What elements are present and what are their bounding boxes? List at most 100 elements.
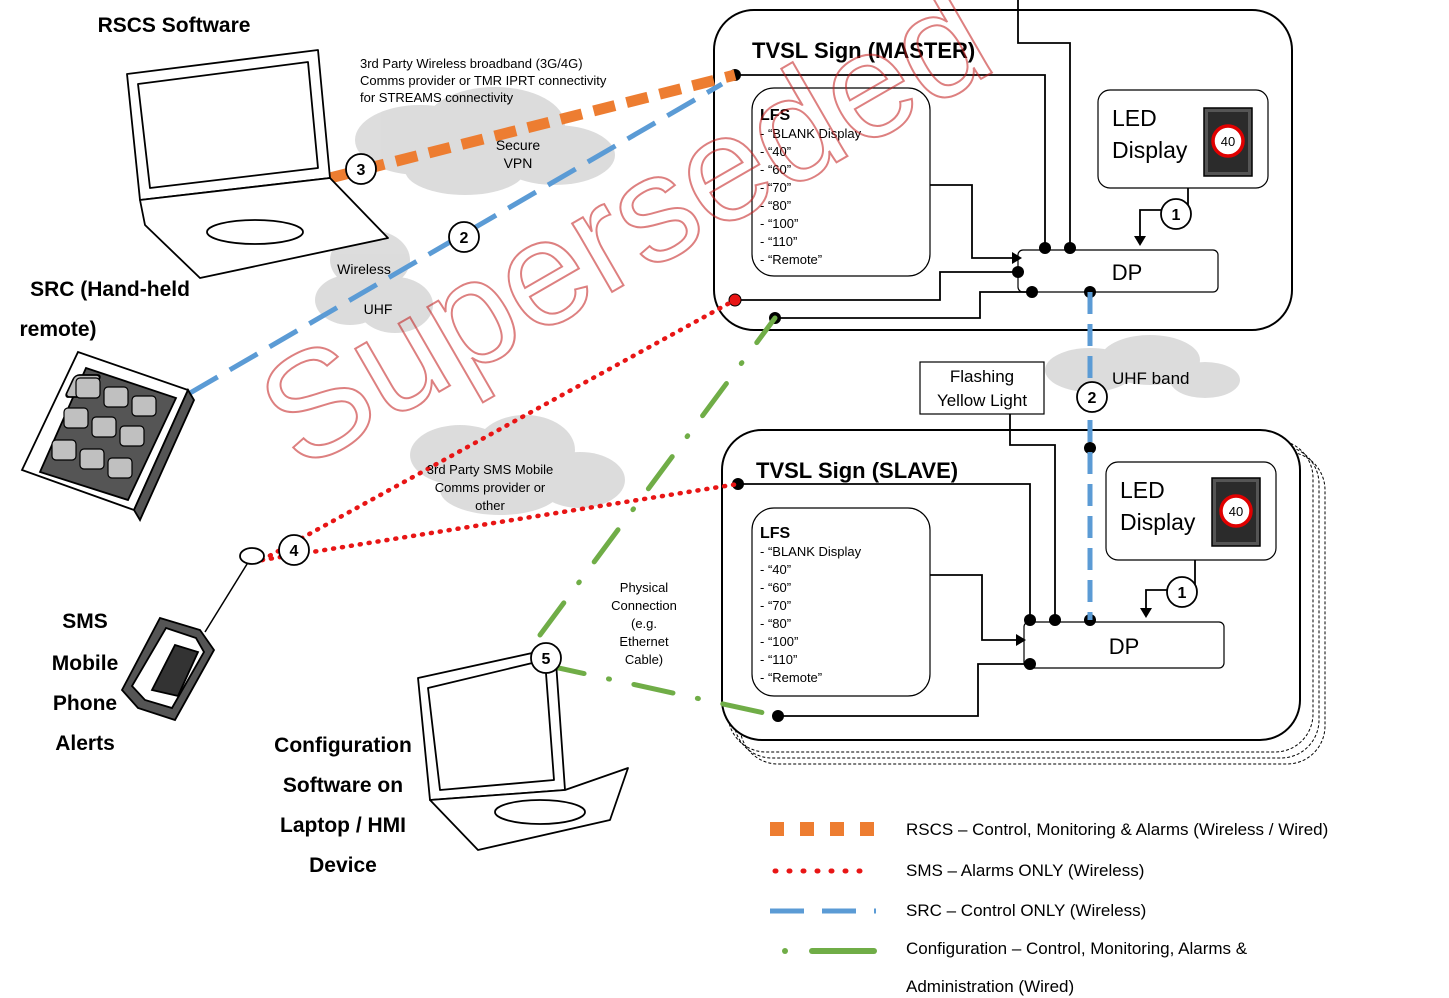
sms-line-master <box>259 297 738 563</box>
svg-text:- “Remote”: - “Remote” <box>760 252 822 267</box>
svg-text:- “110”: - “110” <box>760 652 797 667</box>
svg-text:- “70”: - “70” <box>760 180 791 195</box>
cloud-sms <box>410 415 625 515</box>
vpn-label-2: VPN <box>504 155 533 171</box>
legend-rscs-label: RSCS – Control, Monitoring & Alarms (Wir… <box>906 820 1328 839</box>
vpn-label-1: Secure <box>496 137 541 153</box>
physical-connection-4: Ethernet <box>619 634 669 649</box>
svg-text:5: 5 <box>542 651 551 668</box>
rscs-laptop-icon <box>126 49 389 279</box>
svg-text:- “60”: - “60” <box>760 162 791 177</box>
badge-1-master: 1 <box>1160 198 1192 230</box>
badge-5: 5 <box>530 642 562 674</box>
svg-text:- “100”: - “100” <box>760 634 798 649</box>
rscs-line <box>328 69 737 184</box>
sms-provider-label-1: 3rd Party SMS Mobile <box>427 462 553 477</box>
legend-config-label-2: Administration (Wired) <box>906 977 1074 996</box>
svg-text:1: 1 <box>1178 585 1187 602</box>
slave-led-value: 40 <box>1229 504 1243 519</box>
master-sign-box <box>713 9 1293 331</box>
legend-config-dot <box>782 948 788 954</box>
uhf-label: UHF <box>364 301 393 317</box>
legend-sms-label: SMS – Alarms ONLY (Wireless) <box>906 861 1144 880</box>
slave-lfs-title: LFS <box>760 525 791 542</box>
svg-text:4: 4 <box>290 543 299 560</box>
master-lfs-box <box>751 87 931 277</box>
sms-line-slave <box>259 481 741 563</box>
src-keypad-buttons <box>51 377 157 479</box>
sms-provider-label-3: other <box>475 498 505 513</box>
slave-led-arrow <box>1140 608 1152 618</box>
svg-text:- “100”: - “100” <box>760 216 798 231</box>
legend-config-label: Configuration – Control, Monitoring, Ala… <box>906 939 1248 958</box>
master-title: TVSL Sign (MASTER) <box>752 38 975 63</box>
master-speed-sign-icon <box>1203 107 1253 177</box>
rscs-label: RSCS Software <box>98 14 251 37</box>
comms-label-2: Comms provider or TMR IPRT connectivity <box>360 73 607 88</box>
svg-text:- “80”: - “80” <box>760 616 791 631</box>
physical-connection-1: Physical <box>620 580 669 595</box>
svg-text:3: 3 <box>357 162 366 179</box>
config-label-4: Device <box>309 854 377 877</box>
master-sms-dot <box>728 293 742 307</box>
sms-provider-label-2: Comms provider or <box>435 480 546 495</box>
flashing-light-label-1: Flashing <box>950 367 1014 386</box>
comms-label-1: 3rd Party Wireless broadband (3G/4G) <box>360 56 583 71</box>
svg-text:2: 2 <box>460 230 469 247</box>
sms-label-1: SMS <box>62 610 108 633</box>
slave-connectors <box>738 414 1196 717</box>
slave-led-label-1: LED <box>1120 477 1165 503</box>
physical-connection-3: (e.g. <box>631 616 657 631</box>
sms-label-4: Alerts <box>55 732 115 755</box>
svg-text:- “BLANK Display: - “BLANK Display <box>760 544 862 559</box>
physical-connection-5: Cable) <box>625 652 663 667</box>
svg-text:- “80”: - “80” <box>760 198 791 213</box>
svg-text:- “110”: - “110” <box>760 234 797 249</box>
wireless-label: Wireless <box>337 261 391 277</box>
master-led-value: 40 <box>1221 134 1235 149</box>
slave-dp-box <box>1023 621 1225 669</box>
svg-text:- “BLANK Display: - “BLANK Display <box>760 126 862 141</box>
badge-4: 4 <box>278 534 310 566</box>
config-label-1: Configuration <box>274 734 412 757</box>
flashing-light-label-2: Yellow Light <box>937 391 1027 410</box>
badge-1-slave: 1 <box>1166 576 1198 608</box>
config-line-master <box>537 315 778 638</box>
uhf-band-label: UHF band <box>1112 369 1189 388</box>
physical-connection-2: Connection <box>611 598 677 613</box>
legend: RSCS – Control, Monitoring & Alarms (Wir… <box>770 820 1328 996</box>
badge-3: 3 <box>345 153 377 185</box>
sms-label-3: Phone <box>53 692 117 715</box>
cloud-uhf-band <box>1045 335 1240 398</box>
config-label-2: Software on <box>283 774 403 797</box>
comms-label-3: for STREAMS connectivity <box>360 90 514 105</box>
badge-2-uhf: 2 <box>1076 381 1108 413</box>
master-connectors <box>735 0 1189 319</box>
cloud-comms <box>355 87 615 195</box>
badge-2-src: 2 <box>448 221 480 253</box>
src-label-1: SRC (Hand-held <box>30 278 190 301</box>
config-laptop-icon <box>417 647 629 851</box>
svg-text:1: 1 <box>1172 207 1181 224</box>
slave-dots <box>732 442 1096 722</box>
master-dp-label: DP <box>1112 260 1143 285</box>
slave-arrow-head <box>1016 634 1026 646</box>
master-led-arrow <box>1134 236 1146 246</box>
svg-text:- “70”: - “70” <box>760 598 791 613</box>
svg-text:2: 2 <box>1088 390 1097 407</box>
svg-text:- “Remote”: - “Remote” <box>760 670 822 685</box>
slave-dp-label: DP <box>1109 634 1140 659</box>
svg-text:- “40”: - “40” <box>760 562 791 577</box>
flashing-light-box <box>919 361 1045 415</box>
master-led-label-2: Display <box>1112 137 1188 163</box>
sms-label-2: Mobile <box>52 652 119 675</box>
master-lfs-list: - “BLANK Display - “40” - “60” - “70” - … <box>760 126 862 267</box>
master-led-label-1: LED <box>1112 105 1157 131</box>
slave-speed-sign-icon <box>1211 477 1261 547</box>
svg-text:- “60”: - “60” <box>760 580 791 595</box>
slave-lfs-box <box>751 507 931 697</box>
master-lfs-title: LFS <box>760 107 791 124</box>
slave-led-label-2: Display <box>1120 509 1196 535</box>
